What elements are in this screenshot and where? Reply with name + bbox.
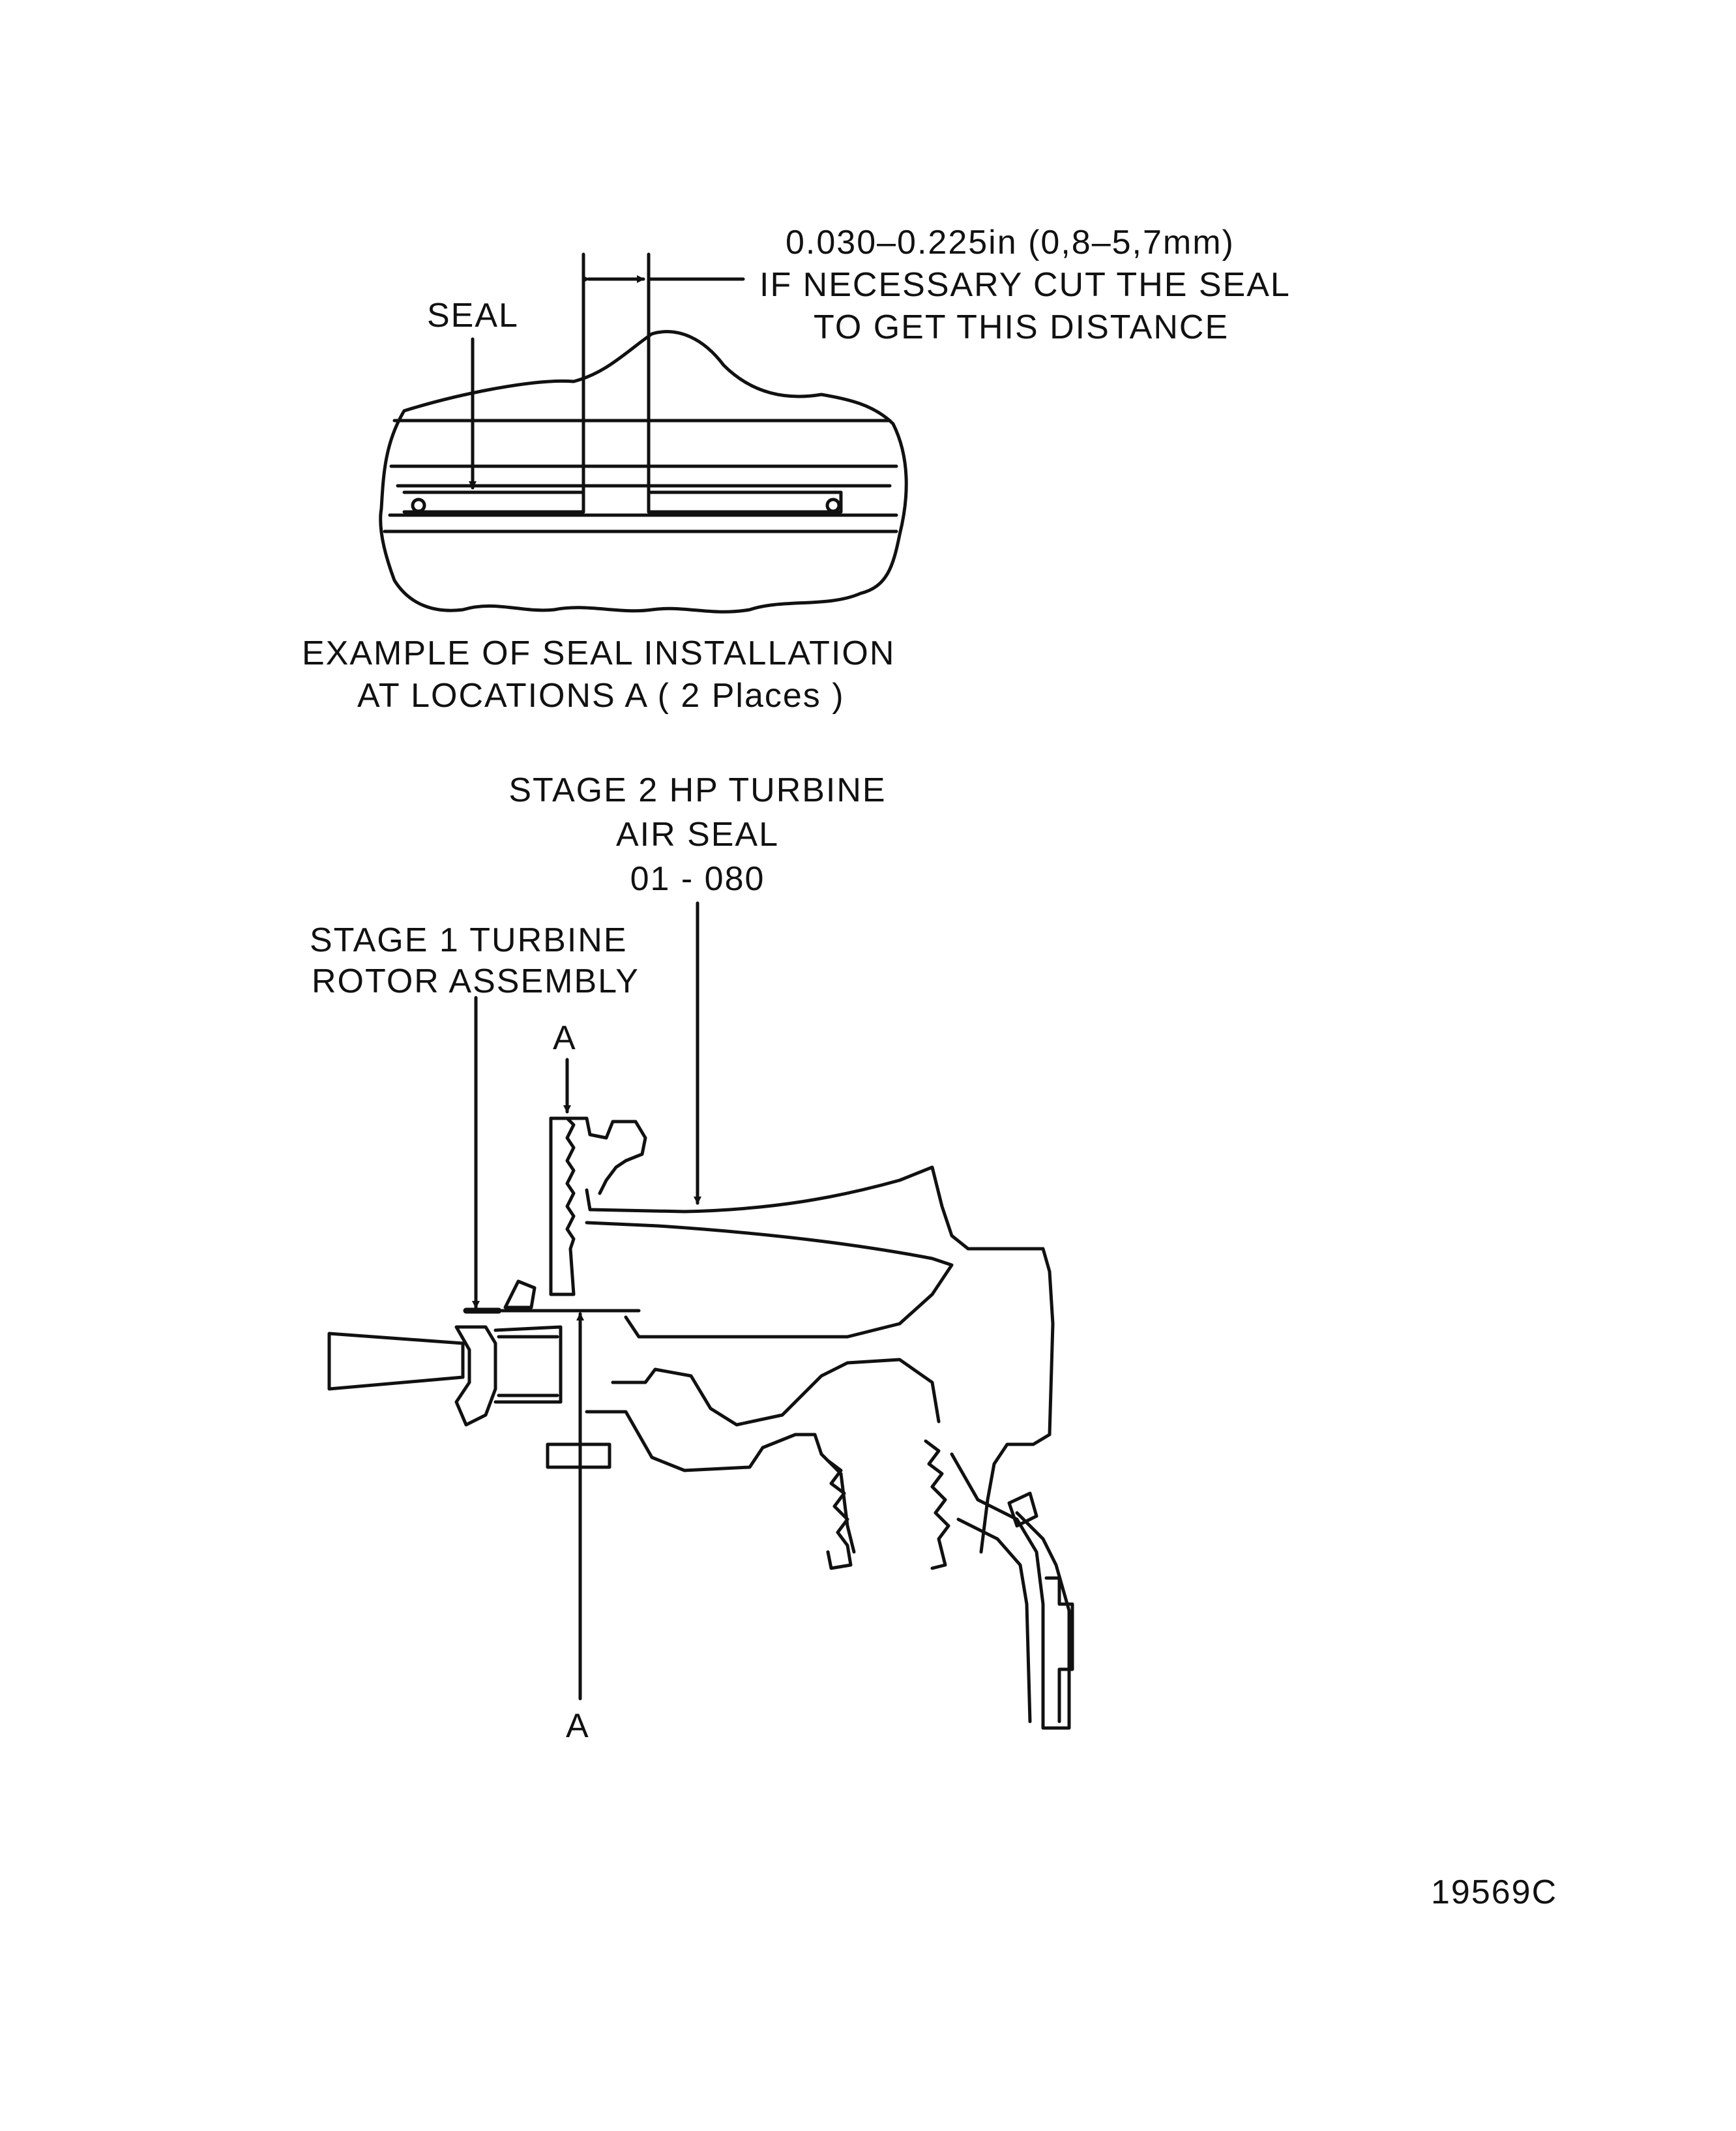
dimension-note-line1: IF NECESSARY CUT THE SEAL [759, 266, 1291, 304]
shaft-cone [329, 1334, 463, 1389]
dimension-note-line2: TO GET THIS DISTANCE [814, 308, 1229, 346]
detail-seal-right-end [827, 499, 839, 511]
air-seal-label-line2: AIR SEAL [615, 816, 780, 854]
stage2-blade-firtree [551, 1118, 574, 1294]
air-seal-body [587, 1167, 1053, 1552]
air-seal-mid-contour [613, 1360, 939, 1425]
detail-seal-right-strip [649, 492, 841, 512]
air-seal-inner-contour [587, 1223, 952, 1337]
seal-label: SEAL [427, 297, 519, 335]
turbine-cross-section [329, 903, 1072, 1728]
vane-support-right [926, 1441, 949, 1568]
stage1-rotor-hub [456, 1327, 495, 1425]
stage2-blade-platform [551, 1118, 645, 1193]
detail-seal-left-strip [404, 492, 583, 512]
outer-case-flange [952, 1454, 1069, 1728]
air-seal-part-number: 01 - 080 [630, 860, 765, 898]
stage1-rim [502, 1281, 639, 1311]
outer-case-liner [958, 1519, 1030, 1721]
location-a-top-label: A [553, 1019, 577, 1057]
air-seal-lower-contour [587, 1412, 854, 1552]
outer-case-tab [1009, 1493, 1037, 1526]
dimension-value: 0.030–0.225in (0,8–5,7mm) [786, 224, 1235, 261]
stage1-disk-web [495, 1327, 561, 1402]
figure-number: 19569C [1431, 1873, 1558, 1911]
lower-rib [548, 1444, 610, 1467]
air-seal-label-line1: STAGE 2 HP TURBINE [508, 771, 887, 809]
detail-seal-left-end [413, 499, 424, 511]
vane-support-left [828, 1461, 851, 1568]
rotor-assembly-label-line1: STAGE 1 TURBINE [310, 921, 628, 959]
outer-case-step [1046, 1578, 1072, 1721]
stage1-disk-inner [499, 1337, 557, 1395]
detail-breakout-outline [381, 332, 907, 612]
detail-caption-line2: AT LOCATIONS A ( 2 Places ) [357, 677, 845, 715]
rotor-assembly-label-line2: ROTOR ASSEMBLY [312, 962, 640, 1000]
location-a-bottom-label: A [566, 1707, 590, 1745]
seal-detail-view [381, 254, 907, 612]
detail-caption-line1: EXAMPLE OF SEAL INSTALLATION [302, 634, 896, 672]
